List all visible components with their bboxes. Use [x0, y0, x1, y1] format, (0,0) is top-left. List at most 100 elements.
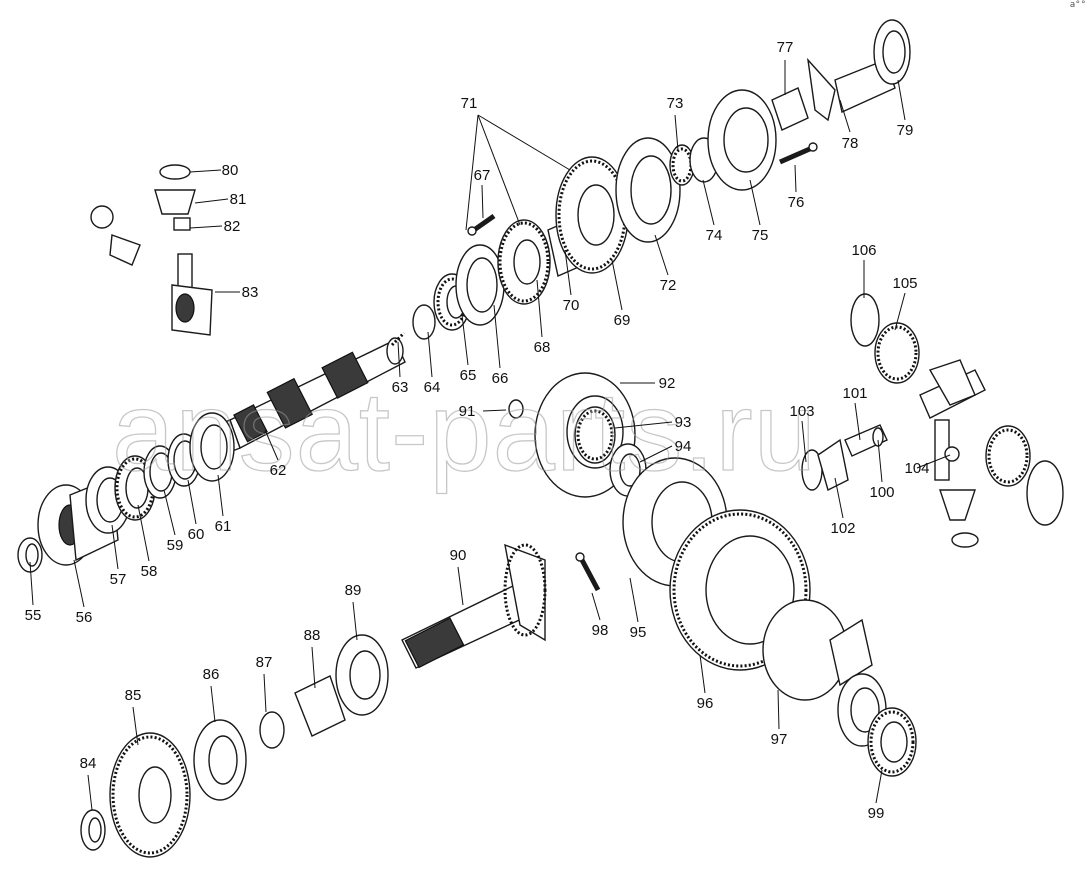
leader-81 — [194, 198, 229, 204]
leader-68 — [536, 279, 543, 338]
callout-84: 84 — [80, 755, 97, 772]
callout-106: 106 — [851, 242, 876, 259]
callout-80: 80 — [222, 162, 239, 179]
leader-74 — [702, 179, 715, 226]
leader-84 — [87, 774, 93, 811]
leader-71b — [477, 114, 521, 226]
callout-82: 82 — [224, 218, 241, 235]
callout-73: 73 — [667, 95, 684, 112]
corner-mark: a°° — [1069, 0, 1086, 10]
gear-68 — [497, 219, 551, 305]
callout-86: 86 — [203, 666, 220, 683]
leader-62 — [264, 429, 279, 461]
bolt-67 — [467, 213, 496, 236]
leader-65 — [461, 314, 469, 366]
callout-91: 91 — [459, 403, 476, 420]
callout-77: 77 — [777, 39, 794, 56]
leader-85 — [132, 706, 139, 746]
callout-68: 68 — [534, 339, 551, 356]
leader-76 — [794, 164, 797, 193]
callout-59: 59 — [167, 537, 184, 554]
bolt-91 — [508, 399, 524, 419]
leader-105 — [894, 292, 906, 331]
leader-71a — [465, 114, 479, 231]
leader-103 — [801, 420, 807, 463]
leader-86 — [210, 685, 216, 723]
spider-83 — [90, 205, 213, 336]
bolt-76 — [778, 142, 818, 165]
leader-59 — [163, 489, 176, 536]
leader-88 — [311, 646, 316, 689]
callout-55: 55 — [25, 607, 42, 624]
leader-63 — [397, 341, 401, 378]
side-gear-105 — [874, 322, 920, 384]
callout-74: 74 — [706, 227, 723, 244]
callout-81: 81 — [230, 191, 247, 208]
case-97 — [762, 599, 873, 701]
leader-100 — [877, 439, 883, 483]
bearing-93 — [574, 406, 616, 464]
leader-96 — [699, 654, 706, 694]
spring-63 — [390, 331, 406, 347]
leader-89 — [352, 601, 358, 641]
leader-90 — [457, 566, 464, 606]
callout-92: 92 — [659, 375, 676, 392]
leader-98 — [591, 592, 601, 621]
pinion-shaft-90 — [401, 543, 547, 669]
leader-80 — [189, 169, 222, 173]
sleeve-88 — [294, 675, 346, 737]
callout-105: 105 — [892, 275, 917, 292]
callout-94: 94 — [675, 438, 692, 455]
callout-69: 69 — [614, 312, 631, 329]
leader-94 — [639, 445, 673, 463]
ring-87 — [259, 711, 285, 749]
callout-66: 66 — [492, 370, 509, 387]
bolt-98 — [575, 552, 601, 592]
leader-64 — [427, 331, 433, 378]
leader-91 — [482, 409, 507, 412]
leader-72 — [654, 234, 669, 276]
sleeve-77 — [771, 87, 809, 131]
callout-71: 71 — [461, 95, 478, 112]
callout-85: 85 — [125, 687, 142, 704]
washer-80 — [159, 164, 191, 180]
callout-63: 63 — [392, 379, 409, 396]
bearing-61 — [189, 412, 235, 482]
callout-61: 61 — [215, 518, 232, 535]
leader-87 — [263, 673, 267, 713]
callout-64: 64 — [424, 379, 441, 396]
leader-95 — [629, 577, 639, 623]
bearing-86 — [193, 719, 247, 801]
callout-97: 97 — [771, 731, 788, 748]
callout-101: 101 — [842, 385, 867, 402]
ring-64 — [412, 304, 436, 340]
callout-99: 99 — [868, 805, 885, 822]
upper-shaft-group — [390, 19, 911, 347]
callout-104: 104 — [904, 460, 929, 477]
callout-57: 57 — [110, 571, 127, 588]
bearing-99 — [837, 673, 917, 777]
disc-66 — [455, 244, 505, 326]
leader-82 — [189, 225, 223, 229]
leader-69 — [611, 259, 623, 311]
leader-70 — [564, 249, 572, 296]
callout-103: 103 — [789, 403, 814, 420]
callout-62: 62 — [270, 462, 287, 479]
callout-72: 72 — [660, 277, 677, 294]
housing-72 — [615, 137, 681, 243]
small-differential — [90, 164, 213, 336]
seal-55 — [17, 537, 43, 573]
ring-104 — [944, 446, 960, 462]
leader-66 — [493, 304, 501, 369]
callout-83: 83 — [242, 284, 259, 301]
bearing-89 — [335, 634, 389, 716]
washer-106 — [850, 293, 880, 347]
callout-93: 93 — [675, 414, 692, 431]
callout-65: 65 — [460, 367, 477, 384]
leader-58 — [137, 504, 150, 562]
input-shaft-assembly — [17, 337, 406, 573]
leader-101 — [854, 402, 861, 441]
gear-85 — [109, 732, 191, 858]
leader-lines — [29, 60, 951, 811]
